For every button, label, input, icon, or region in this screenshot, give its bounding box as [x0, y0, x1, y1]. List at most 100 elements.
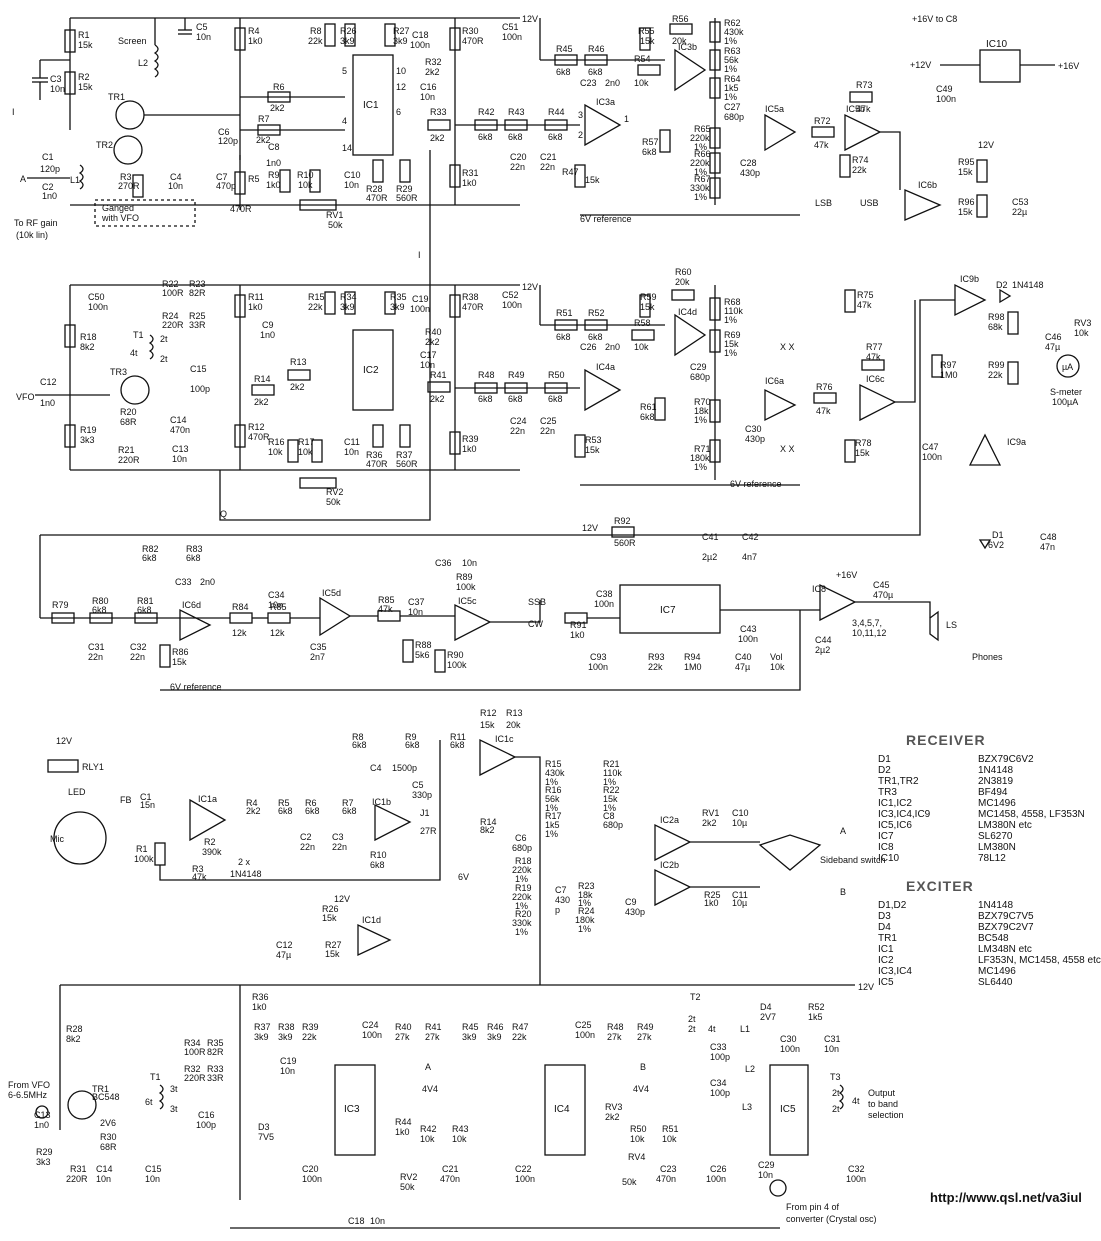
opamp-ic5b [844, 113, 882, 152]
svg-text:R97: R97 [940, 360, 957, 370]
svg-text:R74: R74 [852, 155, 869, 165]
svg-text:1%: 1% [578, 924, 591, 934]
svg-text:C25: C25 [540, 416, 557, 426]
svg-text:1%: 1% [724, 36, 737, 46]
svg-text:22n: 22n [130, 652, 145, 662]
svg-text:22n: 22n [540, 426, 555, 436]
svg-text:1%: 1% [545, 829, 558, 839]
tx-ic1c-label: IC1c [495, 734, 514, 744]
svg-text:R28: R28 [366, 184, 383, 194]
svg-text:R29: R29 [396, 184, 413, 194]
svg-text:R70: R70 [694, 397, 711, 407]
svg-text:56k: 56k [724, 55, 739, 65]
svg-text:C31: C31 [824, 1034, 841, 1044]
svg-text:47k: 47k [192, 872, 207, 882]
jfet-tr2 [113, 135, 143, 165]
svg-text:47k: 47k [866, 352, 881, 362]
svg-text:C23: C23 [660, 1164, 677, 1174]
plus16-label: +16V [1058, 61, 1079, 71]
svg-text:4t: 4t [852, 1096, 860, 1106]
opamp-ic3a [584, 103, 622, 147]
svg-text:6k8: 6k8 [342, 806, 357, 816]
svg-text:100p: 100p [190, 384, 210, 394]
svg-text:C47: C47 [922, 442, 939, 452]
svg-text:C2: C2 [300, 832, 312, 842]
svg-text:R77: R77 [866, 342, 883, 352]
tx-ic4-label: IC4 [554, 1104, 570, 1115]
svg-text:R31: R31 [462, 168, 479, 178]
svg-text:56k: 56k [545, 794, 560, 804]
svg-text:R18: R18 [80, 332, 97, 342]
svg-text:C30: C30 [780, 1034, 797, 1044]
svg-text:C9: C9 [625, 897, 637, 907]
svg-text:R26: R26 [322, 904, 339, 914]
rx-6v-ref-1: 6V reference [580, 214, 632, 224]
svg-text:10k: 10k [634, 78, 649, 88]
ic6c-label: IC6c [866, 374, 885, 384]
svg-text:3k9: 3k9 [487, 1032, 502, 1042]
svg-text:C50: C50 [88, 292, 105, 302]
ic10-label: IC10 [986, 39, 1008, 50]
tx-ic3-label: IC3 [344, 1104, 360, 1115]
svg-text:R93: R93 [648, 652, 665, 662]
svg-text:10n: 10n [420, 92, 435, 102]
rx-6v-ref-2: 6V reference [730, 479, 782, 489]
svg-text:33R: 33R [189, 320, 206, 330]
svg-text:R64: R64 [724, 74, 741, 84]
svg-text:R63: R63 [724, 46, 741, 56]
cw-label: CW [528, 619, 543, 629]
svg-text:10n: 10n [280, 1066, 295, 1076]
ic6b-label: IC6b [918, 180, 937, 190]
svg-text:R6: R6 [273, 82, 285, 92]
svg-text:C53: C53 [1012, 197, 1029, 207]
svg-text:R22: R22 [603, 785, 620, 795]
svg-text:R86: R86 [172, 647, 189, 657]
rx-12v-label-2: 12V [522, 282, 538, 292]
tx-ic1b-label: IC1b [372, 797, 391, 807]
svg-text:10k: 10k [298, 180, 313, 190]
lsb-label: LSB [815, 198, 832, 208]
svg-text:68k: 68k [988, 322, 1003, 332]
svg-text:C32: C32 [130, 642, 147, 652]
source-url[interactable]: http://www.qsl.net/va3iul [930, 1190, 1082, 1205]
usb-label: USB [860, 198, 879, 208]
svg-text:R32: R32 [425, 57, 442, 67]
svg-text:R8: R8 [310, 26, 322, 36]
svg-text:R19: R19 [80, 425, 97, 435]
svg-text:R25: R25 [704, 890, 721, 900]
svg-text:10n: 10n [145, 1174, 160, 1184]
svg-text:220k: 220k [690, 133, 710, 143]
svg-text:R20: R20 [120, 407, 137, 417]
svg-text:2t: 2t [832, 1088, 840, 1098]
svg-text:C28: C28 [740, 158, 757, 168]
svg-text:R78: R78 [855, 438, 872, 448]
svg-text:6k8: 6k8 [588, 332, 603, 342]
svg-text:1k0: 1k0 [395, 1127, 410, 1137]
svg-text:1n0: 1n0 [40, 398, 55, 408]
rf-gain-pot-label: (10k lin) [16, 230, 48, 240]
svg-text:6k8: 6k8 [556, 332, 571, 342]
svg-text:27k: 27k [395, 1032, 410, 1042]
svg-text:6k8: 6k8 [478, 132, 493, 142]
svg-text:470R: 470R [366, 193, 388, 203]
sideband-switch-icon[interactable] [758, 834, 822, 871]
svg-text:4V4: 4V4 [633, 1084, 649, 1094]
svg-text:R19: R19 [515, 883, 532, 893]
svg-text:C26: C26 [580, 342, 597, 352]
svg-text:TR1: TR1 [92, 1084, 109, 1094]
svg-text:220k: 220k [512, 892, 532, 902]
svg-text:68R: 68R [120, 417, 137, 427]
svg-text:C29: C29 [690, 362, 707, 372]
crystal-osc-input [769, 1179, 787, 1197]
svg-text:R30: R30 [462, 26, 479, 36]
svg-text:R71: R71 [694, 444, 711, 454]
svg-text:22µ: 22µ [1012, 207, 1027, 217]
output-label: Output [868, 1088, 896, 1098]
sideband-out-a: A [840, 826, 846, 836]
svg-text:C41: C41 [702, 532, 719, 542]
svg-text:430p: 430p [625, 907, 645, 917]
svg-text:C23: C23 [580, 78, 597, 88]
svg-text:6V2: 6V2 [988, 540, 1004, 550]
